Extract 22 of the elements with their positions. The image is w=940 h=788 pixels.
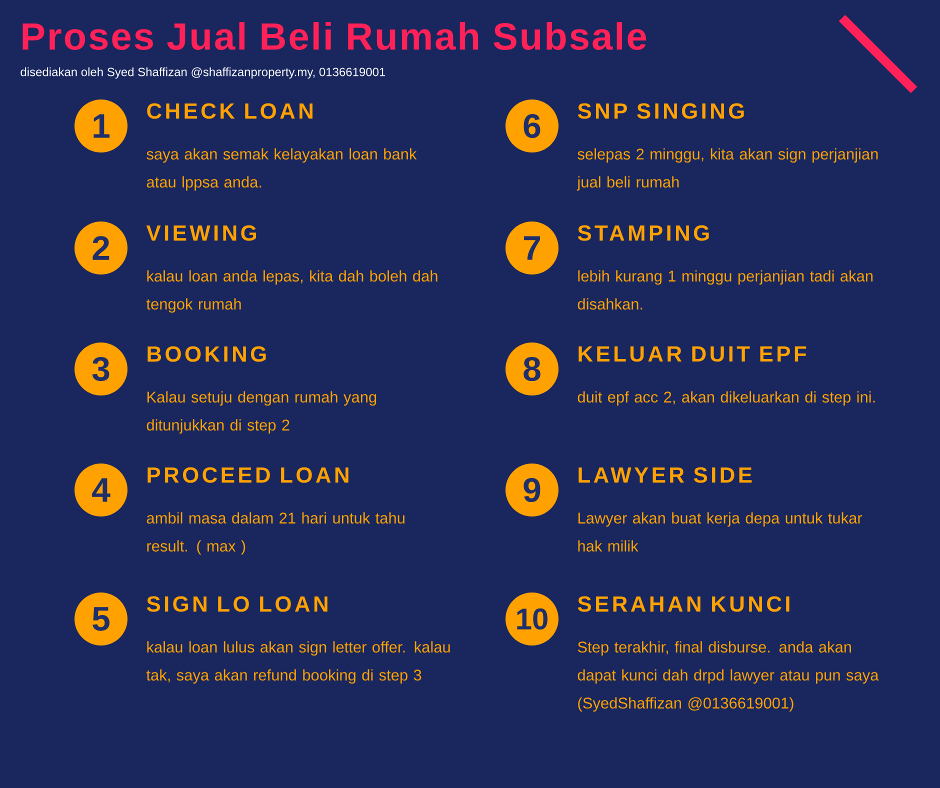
step-heading: SNP SINGING <box>578 103 744 119</box>
subtitle: disediakan oleh Syed Shaffizan @shaffizanproperty.my, 0136619001 <box>20 67 386 79</box>
step-heading: VIEWING <box>146 225 256 241</box>
step-heading: PROCEED LOAN <box>148 467 348 483</box>
step-heading: CHECK LOAN <box>147 103 312 119</box>
step-description: kalau loan anda lepas, kita dah boleh dah tengok rumah <box>146 270 438 313</box>
step-heading: STAMPING <box>578 225 709 241</box>
step-description: lebih kurang 1 minggu perjanjian tadi akan disahkan. <box>578 270 873 310</box>
step-description: duit epf acc 2, akan dikeluarkan di step ini. <box>578 391 875 406</box>
step-description: Kalau setuju dengan rumah yang ditunjukkan di step 2 <box>146 391 376 434</box>
step-heading: SERAHAN KUNCI <box>578 596 790 612</box>
step-description: Step terakhir, final disburse. anda akan dapat kunci dah drpd lawyer atau pun saya (SyedShaffizan @0136619001) <box>578 641 879 712</box>
step-description: selepas 2 minggu, kita akan sign perjanjian jual beli rumah <box>576 148 878 191</box>
step-heading: BOOKING <box>148 346 266 362</box>
step-description: kalau loan lulus akan sign letter offer. kalau tak, saya akan refund booking di step 3 <box>146 641 450 684</box>
step-description: saya akan semak kelayakan loan bank atau lppsa anda. <box>146 148 417 191</box>
step-heading: KELUAR DUIT EPF <box>578 346 806 362</box>
step-description: Lawyer akan buat kerja depa untuk tukar hak milik <box>578 512 862 552</box>
step-heading: SIGN LO LOAN <box>146 596 328 612</box>
step-heading: LAWYER SIDE <box>578 467 752 483</box>
step-description: ambil masa dalam 21 hari untuk tahu result. ( max ) <box>146 512 404 555</box>
title: Proses Jual Beli Rumah Subsale <box>22 22 646 50</box>
